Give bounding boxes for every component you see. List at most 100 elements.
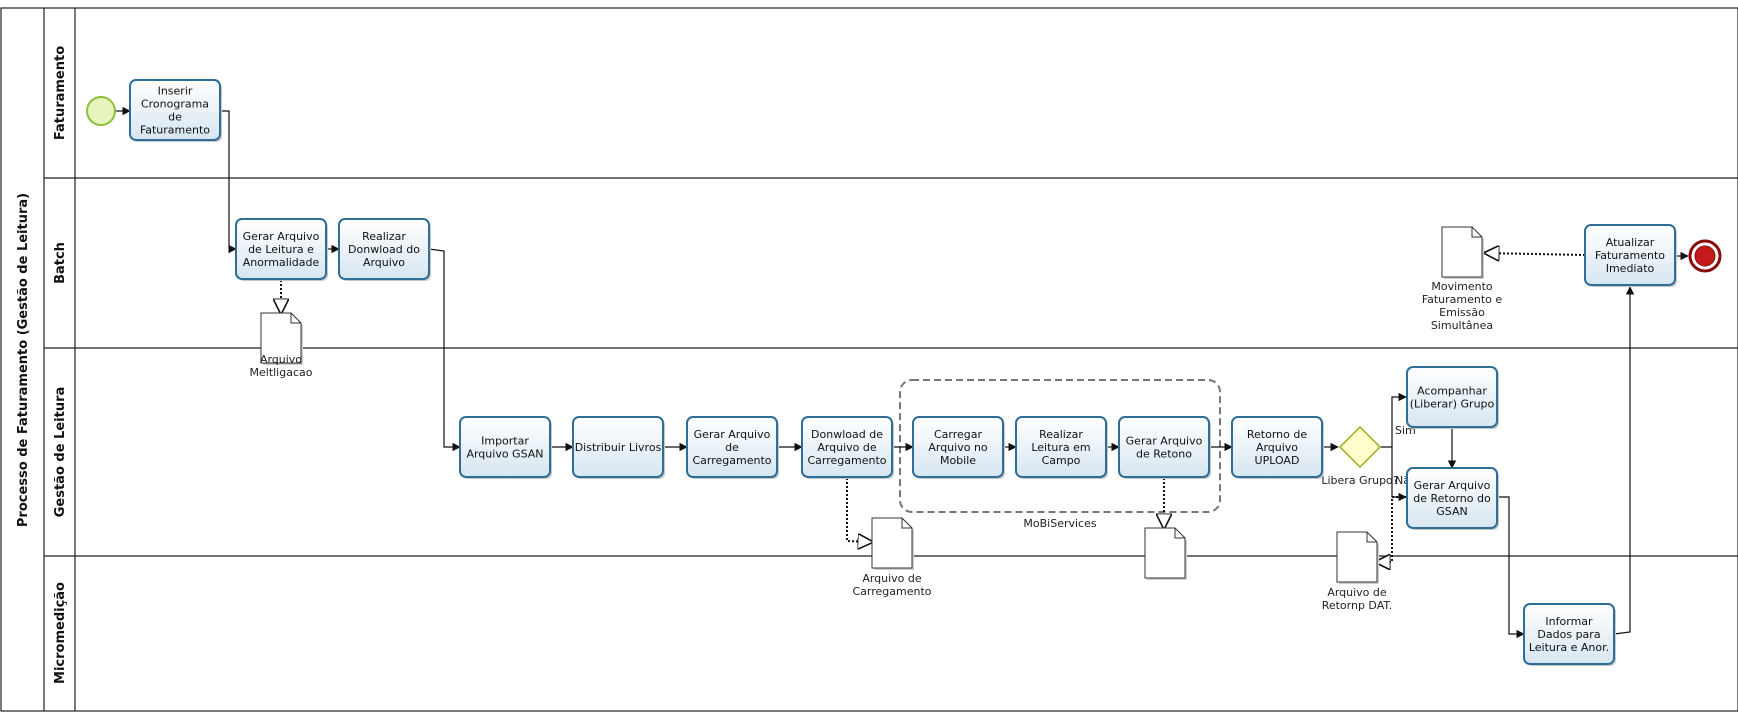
task-label-line: GSAN: [1436, 505, 1467, 518]
task-box: [1406, 467, 1498, 529]
task-label-line: Donwload do: [348, 243, 420, 256]
task-label-line: Arquivo de: [817, 441, 877, 454]
gateway-libera-grupo: Libera Grupo? Sim Não: [1321, 424, 1417, 487]
task-acompanhar: Acompanhar(Liberar) Grupo: [1406, 366, 1499, 429]
document-label-line: Simultânea: [1431, 319, 1493, 332]
task-box: [1118, 416, 1210, 478]
document-retono: [1144, 527, 1187, 580]
group-label: MoBiServices: [1023, 517, 1096, 530]
task-label-line: Carregamento: [807, 454, 886, 467]
flow-informar-atualizar: [1613, 286, 1635, 635]
flow-gateway-nao: [1391, 447, 1407, 502]
task-box: [129, 79, 221, 141]
lane-label-faturamento: Faturamento: [53, 46, 68, 140]
task-box: [686, 416, 778, 478]
task-box: [801, 416, 893, 478]
task-label-line: Arquivo GSAN: [466, 448, 543, 461]
task-box: [338, 218, 430, 280]
document-fold: [1366, 532, 1377, 543]
task-label-line: de Leitura e: [248, 243, 314, 256]
task-label-line: Distribuir Livros: [575, 441, 662, 454]
lane-label-gestao: Gestão de Leitura: [53, 387, 68, 518]
task-box: [1523, 603, 1615, 665]
task-label-line: de: [168, 111, 182, 124]
task-label-line: Carregar: [934, 428, 983, 441]
document-shape: [871, 517, 913, 569]
task-label-line: Cronograma: [141, 98, 209, 111]
task-box: [235, 218, 327, 280]
task-label-line: Realizar: [1039, 428, 1083, 441]
document-shape: [1336, 531, 1378, 583]
task-label-line: Acompanhar: [1417, 385, 1487, 398]
flow-inserir-gerarleitura: [220, 110, 237, 254]
task-label-line: Mobile: [940, 454, 976, 467]
task-label-line: de Retono: [1136, 448, 1192, 461]
end-event: [1688, 239, 1722, 273]
task-label-line: Anormalidade: [243, 256, 320, 269]
task-box: [1406, 366, 1498, 428]
task-label-line: Leitura em: [1031, 441, 1090, 454]
document-fold: [1174, 528, 1185, 539]
task-label-line: Retorno de: [1247, 428, 1307, 441]
task-label-line: Arquivo no: [928, 441, 988, 454]
task-label-line: Gerar Arquivo: [1126, 435, 1203, 448]
document-shape: [1441, 226, 1483, 278]
document-label-line: Arquivo de: [862, 572, 922, 585]
flow-gateway-sim: [1380, 392, 1407, 448]
task-label-line: Realizar: [362, 230, 406, 243]
task-box: [1584, 224, 1676, 286]
lane-label-batch: Batch: [53, 242, 68, 284]
task-label-line: Arquivo: [1256, 441, 1298, 454]
task-label-line: Campo: [1042, 454, 1081, 467]
pool-title: Processo de Faturamento (Gestão de Leitu…: [16, 193, 31, 527]
document-label-line: Arquivo de: [1327, 586, 1387, 599]
document-shape: [1144, 527, 1186, 579]
document-fold: [290, 313, 301, 324]
assoc-downloadcarreg-carregamento: [846, 478, 872, 542]
document-label-line: Emissão: [1439, 306, 1485, 319]
task-label-line: Arquivo: [363, 256, 405, 269]
group-mobiservices: MoBiServices: [899, 379, 1221, 530]
assoc-gerarretornogsan-retornp: [1376, 496, 1406, 562]
task-box: [912, 416, 1004, 478]
assoc-atualizar-movimento: [1485, 253, 1586, 255]
flow-gerarretornogsan-informar: [1497, 496, 1525, 639]
data-associations: [281, 253, 1586, 562]
task-box: [572, 416, 664, 478]
task-label-line: Informar: [1545, 615, 1593, 628]
task-label-line: de Retorno do: [1413, 492, 1491, 505]
task-label-line: Gerar Arquivo: [694, 428, 771, 441]
task-label-line: Importar: [481, 435, 529, 448]
document-label-line: Faturamento e: [1422, 293, 1503, 306]
task-box: [459, 416, 551, 478]
task-label-line: Leitura e Anor.: [1529, 641, 1609, 654]
task-label-line: de: [725, 441, 739, 454]
task-label-line: Inserir: [158, 85, 193, 98]
document-label-line: Retornp DAT.: [1322, 599, 1393, 612]
document-fold: [901, 518, 912, 529]
task-box: [1231, 416, 1323, 478]
task-label-line: Atualizar: [1606, 236, 1655, 249]
task-label-line: Dados para: [1537, 628, 1600, 641]
task-label-line: Carregamento: [692, 454, 771, 467]
task-label-line: (Liberar) Grupo: [1410, 398, 1495, 411]
flow-download-importar: [428, 248, 461, 452]
task-label-line: Gerar Arquivo: [243, 230, 320, 243]
task-distribuir: Distribuir Livros: [572, 416, 665, 479]
task-label-line: Faturamento: [140, 124, 210, 137]
